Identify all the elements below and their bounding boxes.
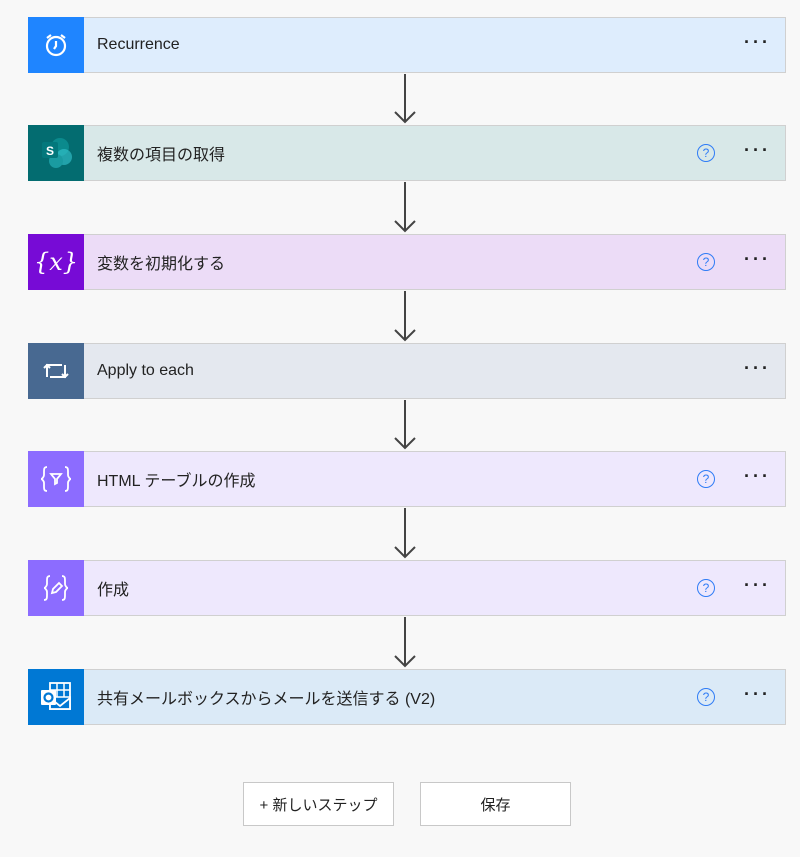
more-options-button[interactable]: ··· — [744, 466, 771, 486]
variable-icon: {x} — [28, 234, 84, 290]
more-options-button[interactable]: ··· — [744, 32, 771, 52]
data-operation-filter-icon — [28, 451, 84, 507]
new-step-button[interactable]: + 新しいステップ — [243, 782, 394, 826]
help-icon[interactable]: ? — [697, 470, 716, 488]
outlook-icon — [28, 669, 84, 725]
help-icon[interactable]: ? — [697, 579, 716, 597]
more-options-button[interactable]: ··· — [744, 684, 771, 704]
help-icon[interactable]: ? — [697, 144, 716, 162]
connector-arrow-icon — [394, 508, 416, 564]
more-options-button[interactable]: ··· — [744, 575, 771, 595]
step-title: 共有メールボックスからメールを送信する (V2) — [97, 691, 436, 708]
flow-step-card[interactable]: Apply to each ··· — [28, 343, 786, 399]
connector-arrow-icon — [394, 182, 416, 238]
help-icon[interactable]: ? — [697, 688, 716, 706]
save-button[interactable]: 保存 — [420, 782, 571, 826]
alarm-clock-icon — [28, 17, 84, 73]
step-title: Apply to each — [97, 362, 194, 379]
svg-text:{x}: {x} — [36, 248, 76, 276]
flow-step-card[interactable]: 作成 ? ··· — [28, 560, 786, 616]
flow-step-card[interactable]: HTML テーブルの作成 ? ··· — [28, 451, 786, 507]
flow-step-card[interactable]: 共有メールボックスからメールを送信する (V2) ? ··· — [28, 669, 786, 725]
flow-step-card[interactable]: Recurrence ··· — [28, 17, 786, 73]
connector-arrow-icon — [394, 291, 416, 347]
svg-text:S: S — [46, 144, 54, 158]
step-title: 作成 — [97, 582, 130, 599]
connector-arrow-icon — [394, 400, 416, 455]
loop-icon — [28, 343, 84, 399]
more-options-button[interactable]: ··· — [744, 249, 771, 269]
connector-arrow-icon — [394, 74, 416, 129]
step-title: HTML テーブルの作成 — [97, 473, 256, 490]
sharepoint-icon: S — [28, 125, 84, 181]
step-title: Recurrence — [97, 36, 180, 53]
flow-step-card[interactable]: S 複数の項目の取得 ? ··· — [28, 125, 786, 181]
connector-arrow-icon — [394, 617, 416, 673]
flow-step-card[interactable]: {x} 変数を初期化する ? ··· — [28, 234, 786, 290]
step-title: 変数を初期化する — [97, 256, 226, 273]
more-options-button[interactable]: ··· — [744, 358, 771, 378]
help-icon[interactable]: ? — [697, 253, 716, 271]
compose-icon — [28, 560, 84, 616]
step-title: 複数の項目の取得 — [97, 147, 226, 164]
more-options-button[interactable]: ··· — [744, 140, 771, 160]
